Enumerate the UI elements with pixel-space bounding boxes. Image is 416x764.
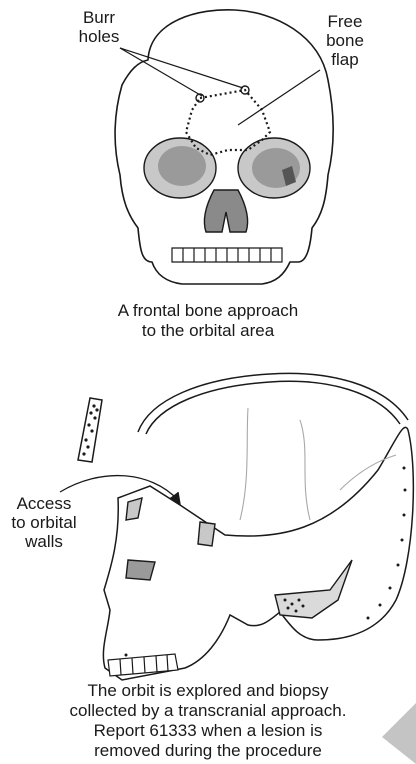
bottom-caption-line-1: The orbit is explored and biopsy	[0, 681, 416, 701]
skull-cap	[138, 373, 408, 434]
access-label: Access to orbital walls	[2, 494, 86, 551]
flap-label-line-1: Free	[310, 12, 380, 31]
bottom-caption-line-3: Report 61333 when a lesion is	[0, 721, 416, 741]
access-label-line-1: Access	[2, 494, 86, 513]
bottom-caption-line-4: removed during the procedure	[0, 741, 416, 761]
top-caption-line-1: A frontal bone approach	[0, 301, 416, 321]
removed-bone-flap	[78, 398, 102, 462]
bottom-caption-line-2: collected by a transcranial approach.	[0, 701, 416, 721]
top-caption-line-2: to the orbital area	[0, 321, 416, 341]
burr-label-line-2: holes	[64, 27, 134, 46]
upper-teeth	[172, 248, 282, 262]
burr-holes-label: Burr holes	[64, 8, 134, 46]
burr-label-line-1: Burr	[64, 8, 134, 27]
flap-label-line-2: bone	[310, 31, 380, 50]
access-label-line-3: walls	[2, 532, 86, 551]
lateral-cranium	[103, 427, 413, 680]
access-label-line-2: to orbital	[2, 513, 86, 532]
bottom-caption: The orbit is explored and biopsy collect…	[0, 681, 416, 761]
top-caption: A frontal bone approach to the orbital a…	[0, 301, 416, 341]
free-bone-flap-label: Free bone flap	[310, 12, 380, 69]
flap-label-line-3: flap	[310, 50, 380, 69]
